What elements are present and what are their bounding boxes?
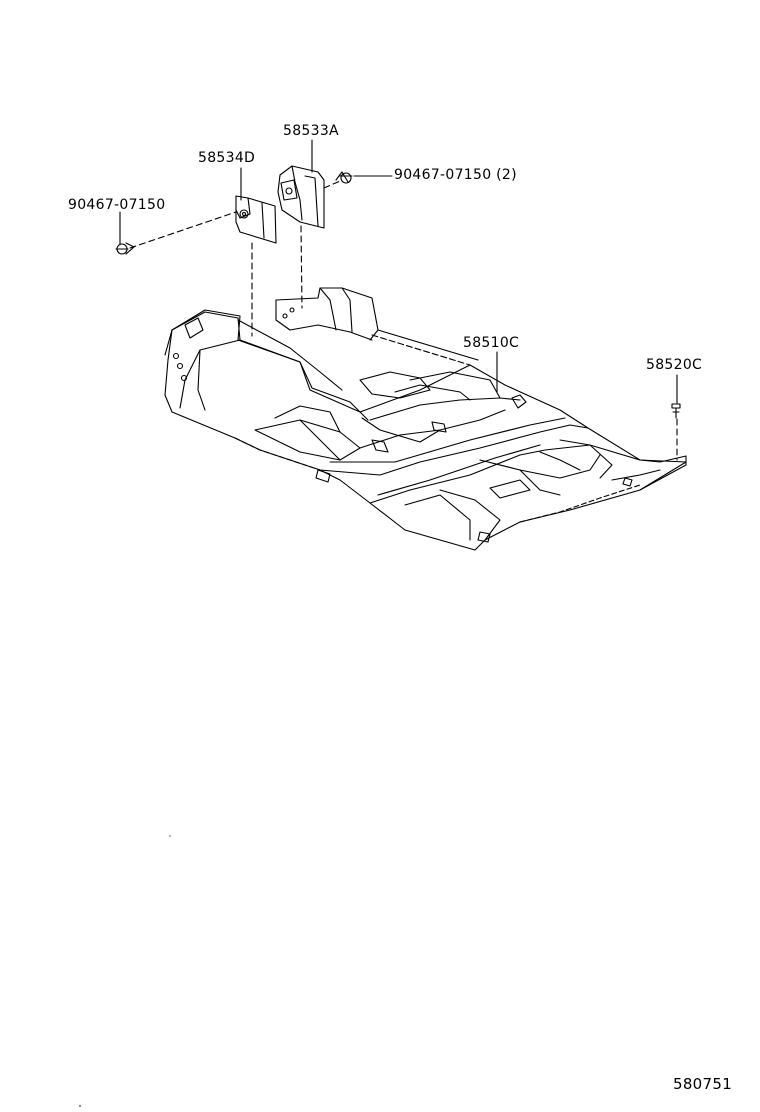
speck — [79, 1105, 81, 1107]
bolt-right — [335, 171, 353, 184]
clip-58520c — [671, 403, 681, 419]
speck — [169, 835, 171, 837]
floor-carpet-58510c — [164, 287, 687, 551]
bolt-left — [115, 242, 135, 255]
label-58533a: 58533A — [283, 123, 339, 139]
label-58510c: 58510C — [463, 335, 520, 351]
diagram-reference-number: 580751 — [673, 1075, 733, 1093]
assembly-lines — [129, 180, 678, 461]
leader-lines — [119, 139, 678, 404]
label-58520c: 58520C — [646, 357, 703, 373]
pad-58533a — [277, 165, 325, 229]
pad-58534d — [235, 195, 277, 244]
label-bolt-right: 90467-07150 (2) — [394, 167, 517, 183]
label-58534d: 58534D — [198, 150, 256, 166]
label-bolt-left: 90467-07150 — [68, 197, 166, 213]
